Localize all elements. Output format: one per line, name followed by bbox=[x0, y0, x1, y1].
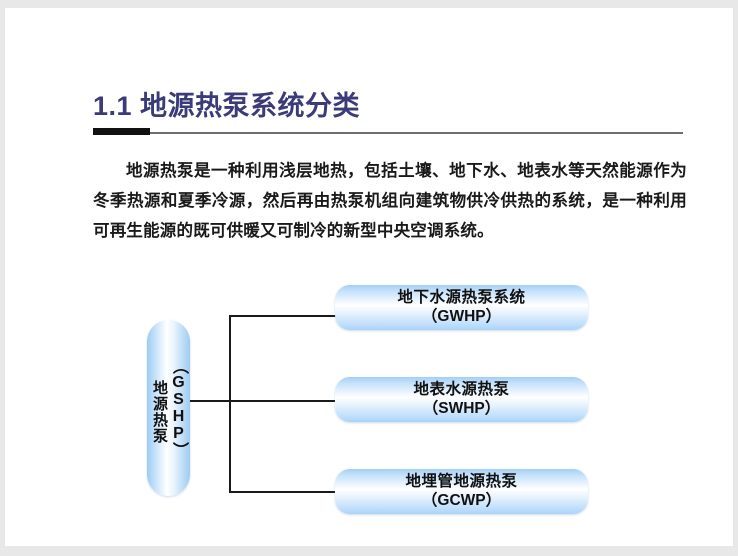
body-paragraph: 地源热泵是一种利用浅层地热，包括土壤、地下水、地表水等天然能源作为冬季热源和夏季… bbox=[93, 161, 687, 240]
slide-canvas: 1.1 地源热泵系统分类 地源热泵是一种利用浅层地热，包括土壤、地下水、地表水等… bbox=[5, 8, 733, 546]
page-title: 1.1 地源热泵系统分类 bbox=[93, 91, 361, 121]
title-underline-thin bbox=[93, 132, 683, 134]
title-underline-thick bbox=[93, 128, 150, 135]
diagram-root-node: 地源热泵 （GSHP） bbox=[147, 320, 190, 496]
diagram-node-swhp: 地表水源热泵 （SWHP） bbox=[335, 377, 588, 422]
connector-stem bbox=[190, 400, 231, 402]
diagram-node-label-cn: 地表水源热泵 bbox=[413, 381, 510, 398]
diagram-node-label-en: （GCWP） bbox=[421, 492, 502, 509]
diagram-node-gwhp: 地下水源热泵系统 （GWHP） bbox=[335, 285, 588, 330]
diagram-root-label-en: （GSHP） bbox=[170, 358, 187, 458]
diagram-node-label-cn: 地埋管地源热泵 bbox=[405, 473, 518, 490]
classification-diagram: 地源热泵 （GSHP） 地下水源热泵系统 （GWHP） 地表水源热泵 （SWHP… bbox=[5, 8, 733, 546]
diagram-node-label-en: （SWHP） bbox=[422, 400, 501, 417]
connector-branch-2 bbox=[229, 400, 337, 402]
diagram-node-label-en: （GWHP） bbox=[421, 308, 502, 325]
connector-trunk bbox=[229, 315, 231, 493]
connector-branch-1 bbox=[229, 315, 337, 317]
diagram-node-label-cn: 地下水源热泵系统 bbox=[397, 289, 526, 306]
diagram-root-label-cn: 地源热泵 bbox=[151, 380, 167, 444]
connector-branch-3 bbox=[229, 491, 337, 493]
diagram-node-gcwp: 地埋管地源热泵 （GCWP） bbox=[335, 469, 588, 514]
slide-title-block: 1.1 地源热泵系统分类 bbox=[93, 88, 693, 135]
